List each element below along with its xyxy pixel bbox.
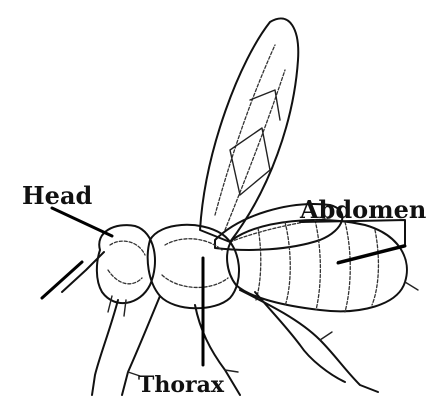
abdomen-pointer-line (338, 246, 405, 263)
bee-thorax (148, 225, 239, 308)
head-pointer-line (52, 208, 112, 236)
forewing (200, 18, 298, 242)
abdomen-label: Abdomen (299, 195, 426, 224)
bee-legs (92, 290, 378, 395)
bee-head (97, 225, 155, 316)
head-label: Head (22, 181, 92, 210)
thorax-label: Thorax (138, 372, 225, 398)
